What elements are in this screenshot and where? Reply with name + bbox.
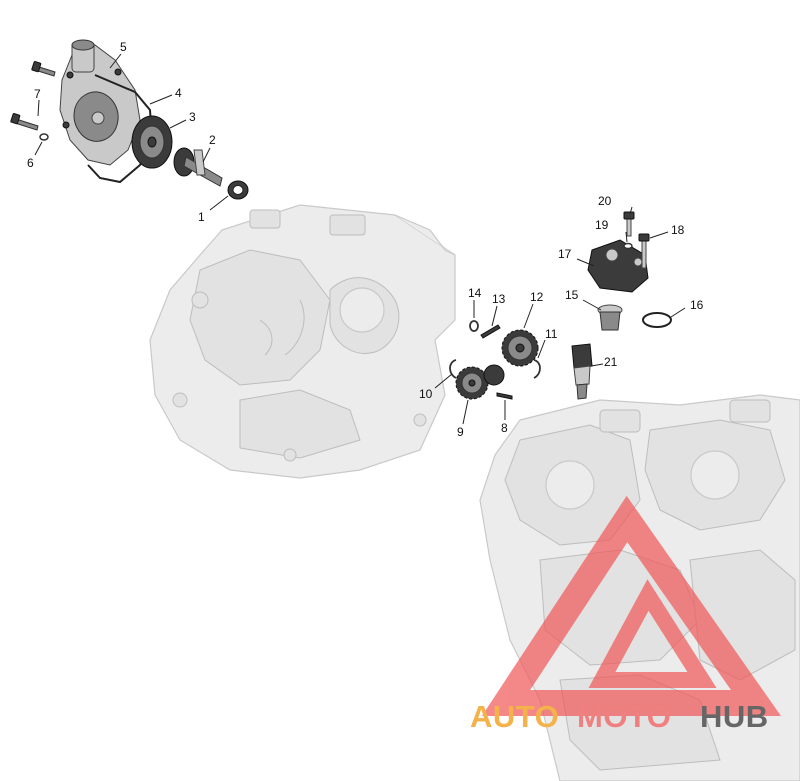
- shaft-seal: [227, 180, 249, 200]
- callout-7: 7: [34, 87, 41, 101]
- bolt-18-head: [638, 233, 650, 242]
- water-pump-housing: [59, 39, 141, 166]
- callout-12: 12: [530, 290, 544, 304]
- callout-13: 13: [492, 292, 506, 306]
- thermostat-housing: [587, 239, 649, 293]
- watermark: AUTO MOTO HUB: [470, 495, 781, 734]
- leader-lines: [34, 53, 686, 425]
- callout-16: 16: [690, 298, 704, 312]
- callout-15: 15: [565, 288, 579, 302]
- watermark-moto: MOTO: [577, 699, 671, 734]
- callout-20: 20: [598, 194, 612, 208]
- washer-19: [623, 242, 633, 250]
- bolt-18: [641, 239, 647, 269]
- callout-8: 8: [501, 421, 508, 435]
- watermark-hub: HUB: [700, 699, 769, 734]
- callout-17: 17: [558, 247, 572, 261]
- drive-gears: [455, 329, 539, 400]
- o-ring: [642, 312, 672, 328]
- circlip-11: [533, 359, 541, 379]
- bolt-20: [626, 217, 632, 237]
- pump-shaft: [173, 147, 223, 187]
- callout-6: 6: [27, 156, 34, 170]
- callout-9: 9: [457, 425, 464, 439]
- callout-2: 2: [209, 133, 216, 147]
- callout-21: 21: [604, 355, 618, 369]
- callout-3: 3: [189, 110, 196, 124]
- thermostat: [597, 304, 623, 331]
- impeller: [131, 115, 173, 169]
- callout-4: 4: [175, 86, 182, 100]
- housing-bolts: [10, 61, 56, 131]
- bolt-20-head: [623, 211, 635, 220]
- callout-19: 19: [595, 218, 609, 232]
- watermark-auto: AUTO: [470, 699, 559, 734]
- circlip-14: [469, 320, 479, 332]
- pin-small: [480, 324, 501, 339]
- callout-labels: 1 2 3 4 5 6 7 8 9 10 11 12 13 14 15 16 1…: [27, 40, 704, 439]
- washer: [39, 133, 49, 141]
- ghost-crankcase: [149, 204, 456, 479]
- circlip-10: [449, 359, 457, 379]
- pin: [496, 392, 513, 400]
- callout-11: 11: [545, 327, 558, 341]
- callout-18: 18: [671, 223, 685, 237]
- callout-1: 1: [198, 210, 205, 224]
- callout-5: 5: [120, 40, 127, 54]
- callout-14: 14: [468, 286, 482, 300]
- watermark-triangle-logo: [481, 495, 781, 716]
- temperature-sensor: [571, 343, 593, 400]
- callout-10: 10: [419, 387, 433, 401]
